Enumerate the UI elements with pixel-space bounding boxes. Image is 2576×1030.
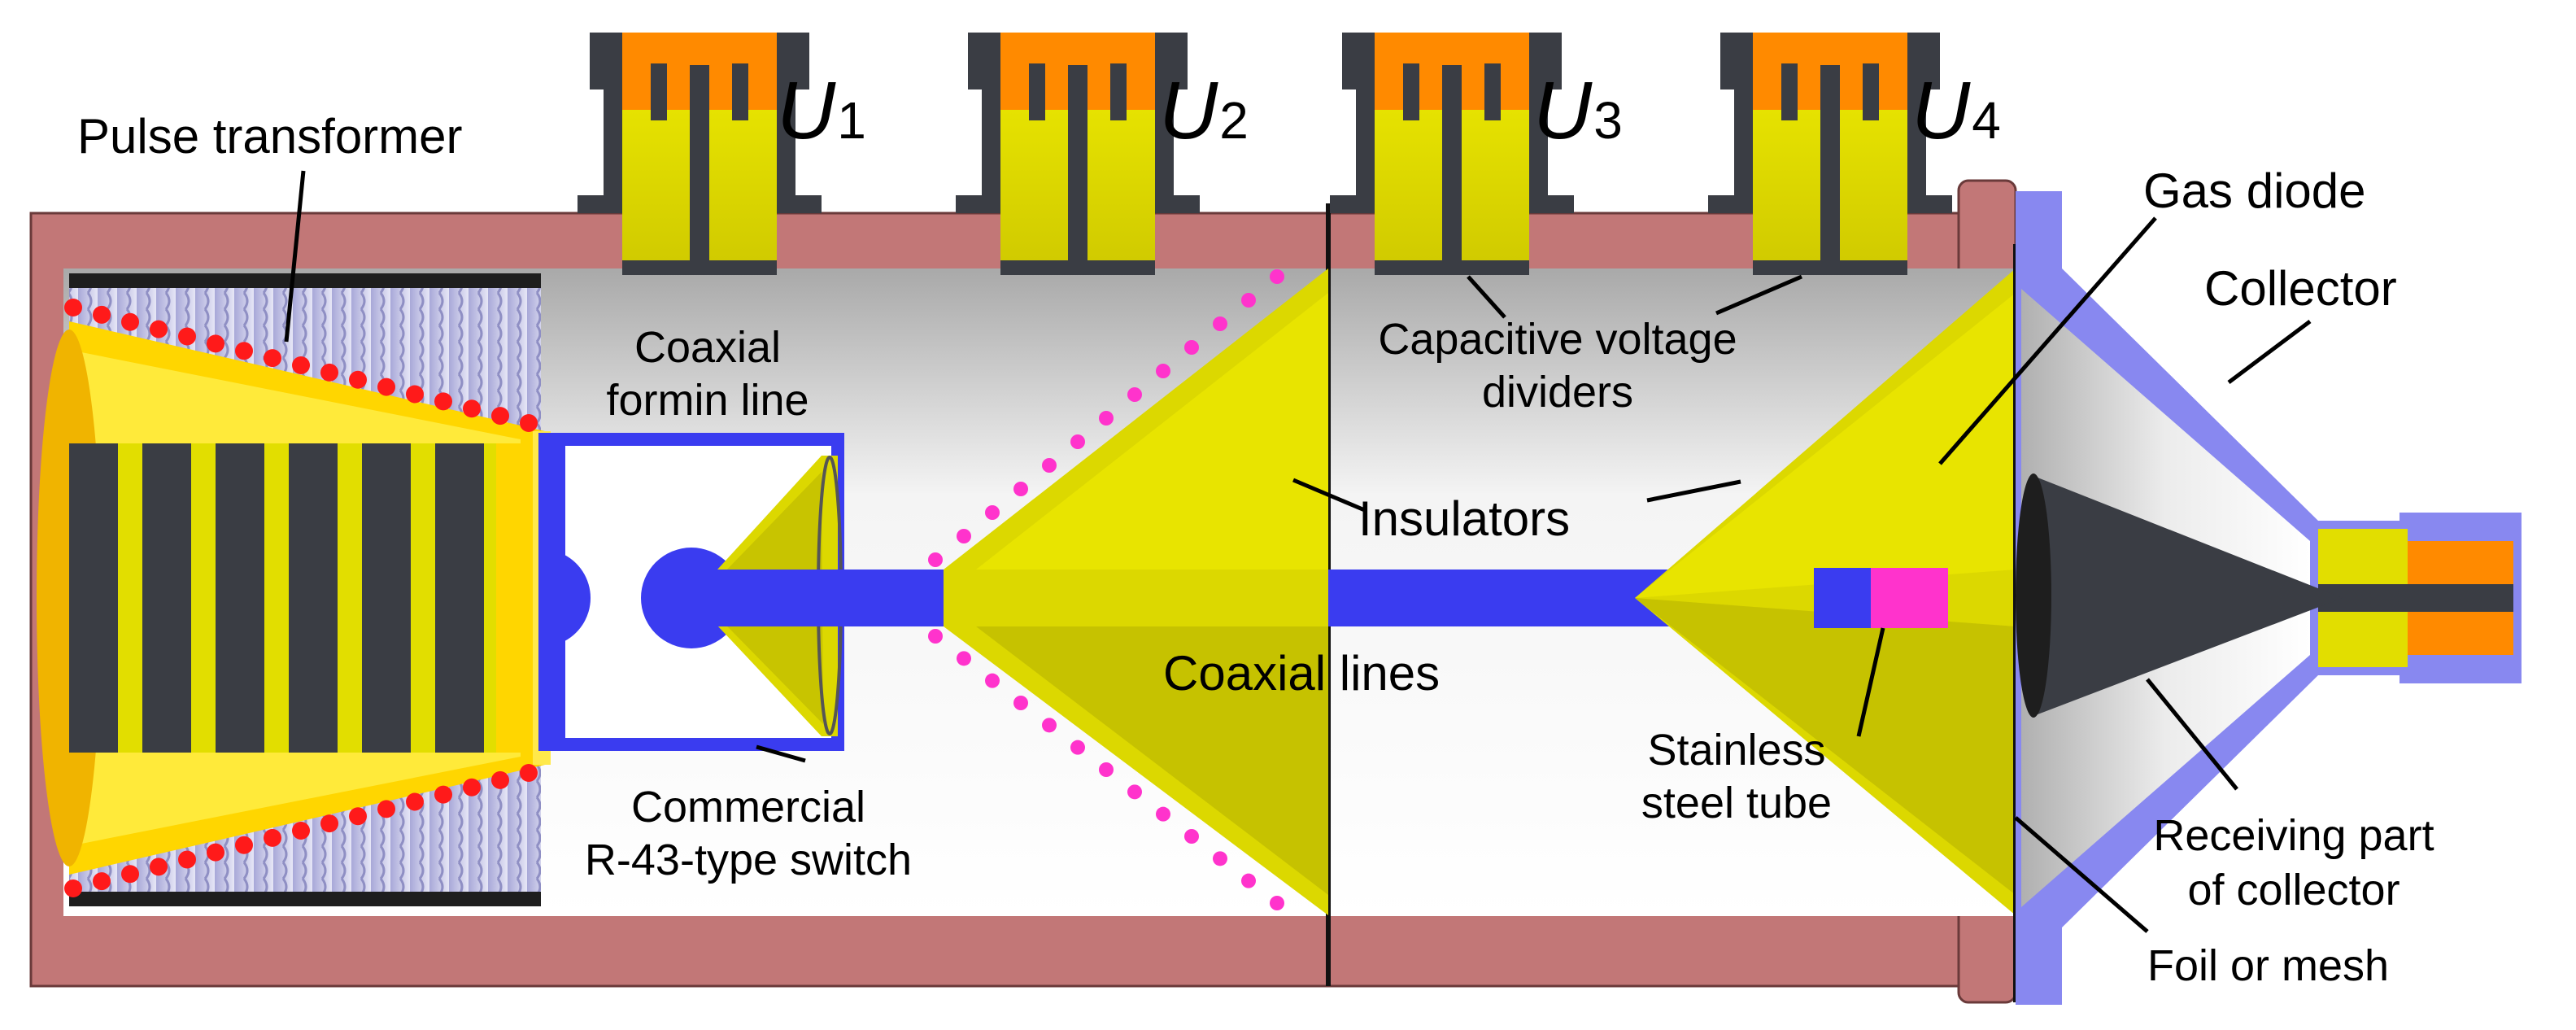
magenta-bead [1099,762,1114,777]
red-bead [178,850,196,869]
magenta-bead [1127,784,1142,800]
magenta-bead [985,505,1000,520]
red-bead [491,770,509,789]
label-insulators: Insulators [1358,491,1570,546]
magenta-bead [1156,806,1170,822]
red-bead-row [64,299,538,897]
red-bead [121,312,139,331]
magenta-bead [1127,387,1142,402]
divider-u2 [956,33,1200,275]
red-bead [320,814,338,833]
magenta-bead [957,529,971,543]
red-bead [463,778,481,797]
red-bead [520,414,538,432]
red-bead [463,399,481,418]
label-voltage-dividers-2: dividers [1482,368,1633,417]
red-bead [207,843,224,862]
red-bead [292,356,310,374]
red-bead [64,299,82,316]
magenta-bead [1070,740,1085,755]
magenta-bead [1184,829,1199,844]
magenta-bead [1184,340,1199,355]
red-bead [264,349,281,368]
red-bead [292,822,310,840]
red-bead [235,836,253,854]
divider-u4 [1708,33,1952,275]
red-bead [150,858,168,876]
red-bead [520,764,538,782]
leader-lines [284,170,2312,933]
magenta-bead [985,673,1000,688]
label-switch-2: R-43-type switch [585,836,912,884]
pulse-transformer [37,273,551,906]
magenta-bead [1241,293,1256,308]
magenta-bead [1042,718,1057,733]
red-bead [93,305,111,324]
voltage-dividers [578,33,1952,275]
magenta-bead [957,651,971,666]
label-steel-tube-1: Stainless [1647,726,1825,775]
label-foil-mesh: Foil or mesh [2147,941,2389,990]
divider-label-u4: U4 [1911,65,2001,156]
label-forming-line-2: formin line [606,376,809,425]
magenta-bead [1241,873,1256,888]
label-gas-diode: Gas diode [2143,164,2366,218]
red-bead [121,865,139,884]
divider-labels: U1 U2 U3 U4 [777,65,2001,156]
divider-u1 [578,33,822,275]
red-bead [207,334,224,353]
magenta-bead [1156,364,1170,378]
insulator-1 [944,268,1328,915]
label-receiving-1: Receiving part [2153,811,2434,860]
red-bead [235,342,253,360]
red-bead [93,872,111,891]
red-bead [377,378,395,396]
red-bead [491,407,509,426]
divider-label-u3: U3 [1533,65,1623,156]
divider-label-u2: U2 [1159,65,1249,156]
label-switch-1: Commercial [631,783,865,831]
red-bead [264,828,281,847]
insulator-2 [1635,268,2016,915]
red-bead [150,320,168,338]
label-pulse-transformer: Pulse transformer [77,109,463,164]
red-bead [434,785,452,804]
red-bead [434,392,452,411]
magenta-bead [1013,696,1028,710]
magenta-bead [1042,458,1057,473]
magenta-bead [1013,482,1028,496]
label-voltage-dividers-1: Capacitive voltage [1378,315,1737,364]
magenta-bead-row [928,269,1284,910]
magenta-bead [1270,269,1284,284]
red-bead [406,385,424,404]
label-forming-line-1: Coaxial [634,323,781,372]
label-steel-tube-2: steel tube [1641,779,1832,827]
red-bead [349,807,367,826]
magenta-bead [1213,851,1227,866]
collector [2016,191,2522,1005]
label-coaxial-lines: Coaxial lines [1163,646,1440,700]
magenta-bead [1070,434,1085,449]
magenta-bead [1099,411,1114,426]
label-receiving-2: of collector [2187,866,2399,914]
red-bead [320,363,338,382]
magenta-bead [928,629,943,644]
red-bead [178,327,196,346]
magenta-bead [928,552,943,567]
red-bead [406,792,424,811]
divider-u3 [1330,33,1574,275]
magenta-bead [1213,316,1227,331]
red-bead [377,800,395,818]
label-collector: Collector [2204,261,2397,316]
divider-label-u1: U1 [777,65,866,156]
red-bead [349,370,367,389]
labels: Pulse transformer Coaxial formin line Co… [77,109,2434,990]
magenta-bead [1270,896,1284,910]
red-bead [64,879,82,897]
